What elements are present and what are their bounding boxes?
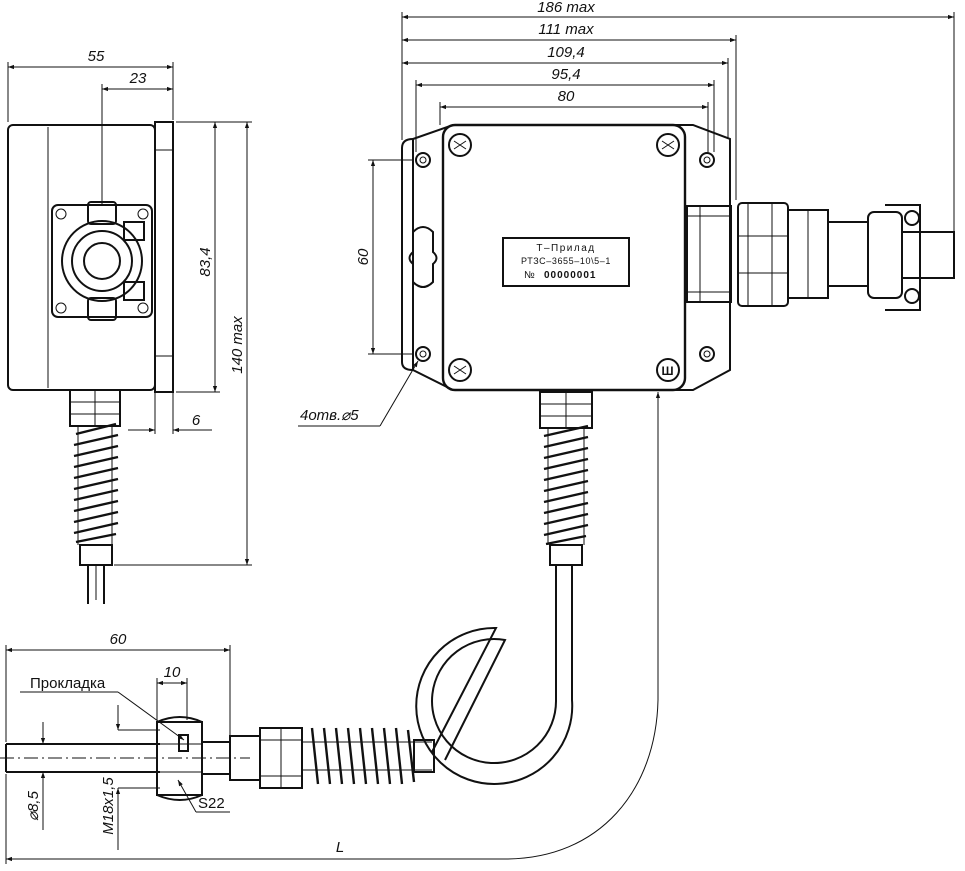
dim-length-to-connector: 111 max — [538, 21, 594, 38]
nameplate-serial: 00000001 — [544, 270, 597, 281]
side-dimensions: 55 23 83,4 140 max 6 — [7, 48, 252, 566]
front-dimensions: 186 max 111 max 109,4 95,4 80 60 4отв.⌀5 — [298, 0, 955, 427]
keyhole-slot — [408, 226, 438, 288]
dim-wrench-size: S22 — [198, 795, 225, 812]
dim-side-connector-offset: 23 — [129, 70, 147, 87]
side-cable-gland — [69, 389, 121, 427]
front-cable-gland — [539, 391, 593, 429]
front-view: Ш Т–Прилад РТЗС–3655–10\5–1 № 00000001 — [401, 123, 955, 566]
dim-side-height: 83,4 — [197, 247, 214, 276]
nameplate-number-sign: № — [524, 270, 536, 281]
dim-nut-length: 10 — [164, 664, 181, 681]
dim-mount-holes-outer: 95,4 — [551, 66, 580, 83]
cable-loop — [415, 565, 574, 785]
side-spring — [73, 422, 119, 566]
dim-probe-diameter: ⌀8,5 — [25, 790, 42, 821]
dim-overall-length: 186 max — [537, 0, 595, 16]
dim-cable-length: L — [336, 839, 344, 856]
dim-side-depth: 55 — [88, 48, 105, 65]
dim-body-width: 109,4 — [547, 44, 585, 61]
side-connector — [51, 201, 153, 321]
dim-probe-length: 60 — [110, 631, 127, 648]
gasket-label: Прокладка — [30, 675, 106, 692]
lid-screws: Ш — [448, 133, 680, 382]
probe — [0, 716, 435, 801]
holes-callout: 4отв.⌀5 — [300, 407, 359, 424]
right-connector — [686, 202, 955, 311]
dim-mount-holes-vertical: 60 — [355, 248, 372, 265]
side-view — [7, 121, 174, 604]
probe-dimensions: 60 10 Прокладка ⌀8,5 M18x1,5 S22 L — [5, 392, 661, 864]
dim-side-total-height: 140 max — [229, 316, 246, 374]
nameplate-line1: Т–Прилад — [536, 243, 595, 254]
dim-flange-thickness: 6 — [192, 412, 201, 429]
ground-symbol: Ш — [661, 364, 674, 378]
nameplate: Т–Прилад РТЗС–3655–10\5–1 № 00000001 — [502, 237, 630, 287]
side-cable — [87, 565, 105, 604]
dim-mount-holes-inner: 80 — [558, 88, 575, 105]
front-spring — [543, 424, 589, 566]
nameplate-line2: РТЗС–3655–10\5–1 — [521, 256, 611, 266]
dim-thread: M18x1,5 — [100, 777, 117, 835]
